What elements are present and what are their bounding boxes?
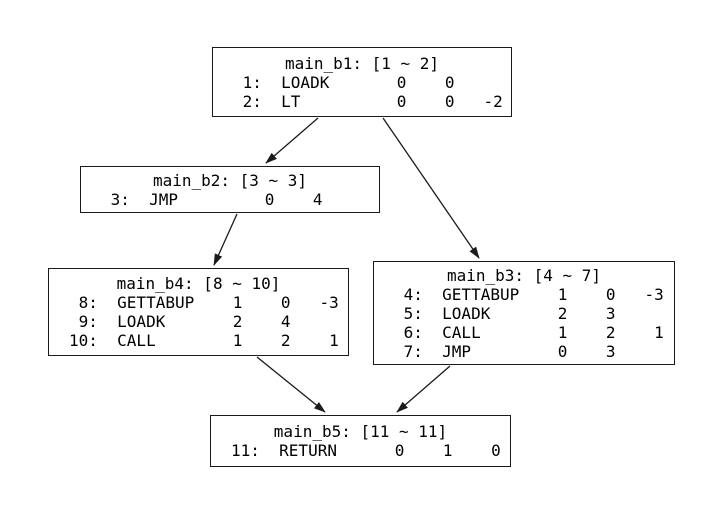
- edge-main_b3-main_b5: [396, 365, 451, 413]
- edge-main_b1-main_b3: [382, 117, 480, 259]
- node-title: main_b2: [3 ~ 3]: [152, 170, 308, 190]
- node-instructions: 1: LOADK 0 0 2: LT 0 0 -2: [242, 72, 503, 111]
- node-instructions: 8: GETTABUP 1 0 -3 9: LOADK 2 4 10: CALL…: [69, 293, 339, 350]
- node-main_b2: main_b2: [3 ~ 3] 3: JMP 0 4: [80, 166, 380, 213]
- node-instructions: 11: RETURN 0 1 0: [231, 441, 501, 460]
- node-main_b4: main_b4: [8 ~ 10] 8: GETTABUP 1 0 -3 9: …: [48, 268, 349, 356]
- node-title: main_b4: [8 ~ 10]: [116, 274, 281, 293]
- node-main_b5: main_b5: [11 ~ 11] 11: RETURN 0 1 0: [210, 415, 511, 467]
- node-instructions: 3: JMP 0 4: [101, 189, 323, 209]
- node-title: main_b3: [4 ~ 7]: [446, 265, 602, 285]
- edge-main_b1-main_b2: [265, 117, 319, 164]
- node-instructions: 4: GETTABUP 1 0 -3 5: LOADK 2 3 6: CALL …: [403, 284, 664, 361]
- node-main_b3: main_b3: [4 ~ 7] 4: GETTABUP 1 0 -3 5: L…: [373, 261, 675, 365]
- edge-main_b2-main_b4: [213, 213, 238, 266]
- edge-main_b4-main_b5: [256, 356, 326, 413]
- node-title: main_b5: [11 ~ 11]: [273, 422, 448, 441]
- node-title: main_b1: [1 ~ 2]: [284, 53, 440, 73]
- node-main_b1: main_b1: [1 ~ 2] 1: LOADK 0 0 2: LT 0 0 …: [212, 47, 512, 117]
